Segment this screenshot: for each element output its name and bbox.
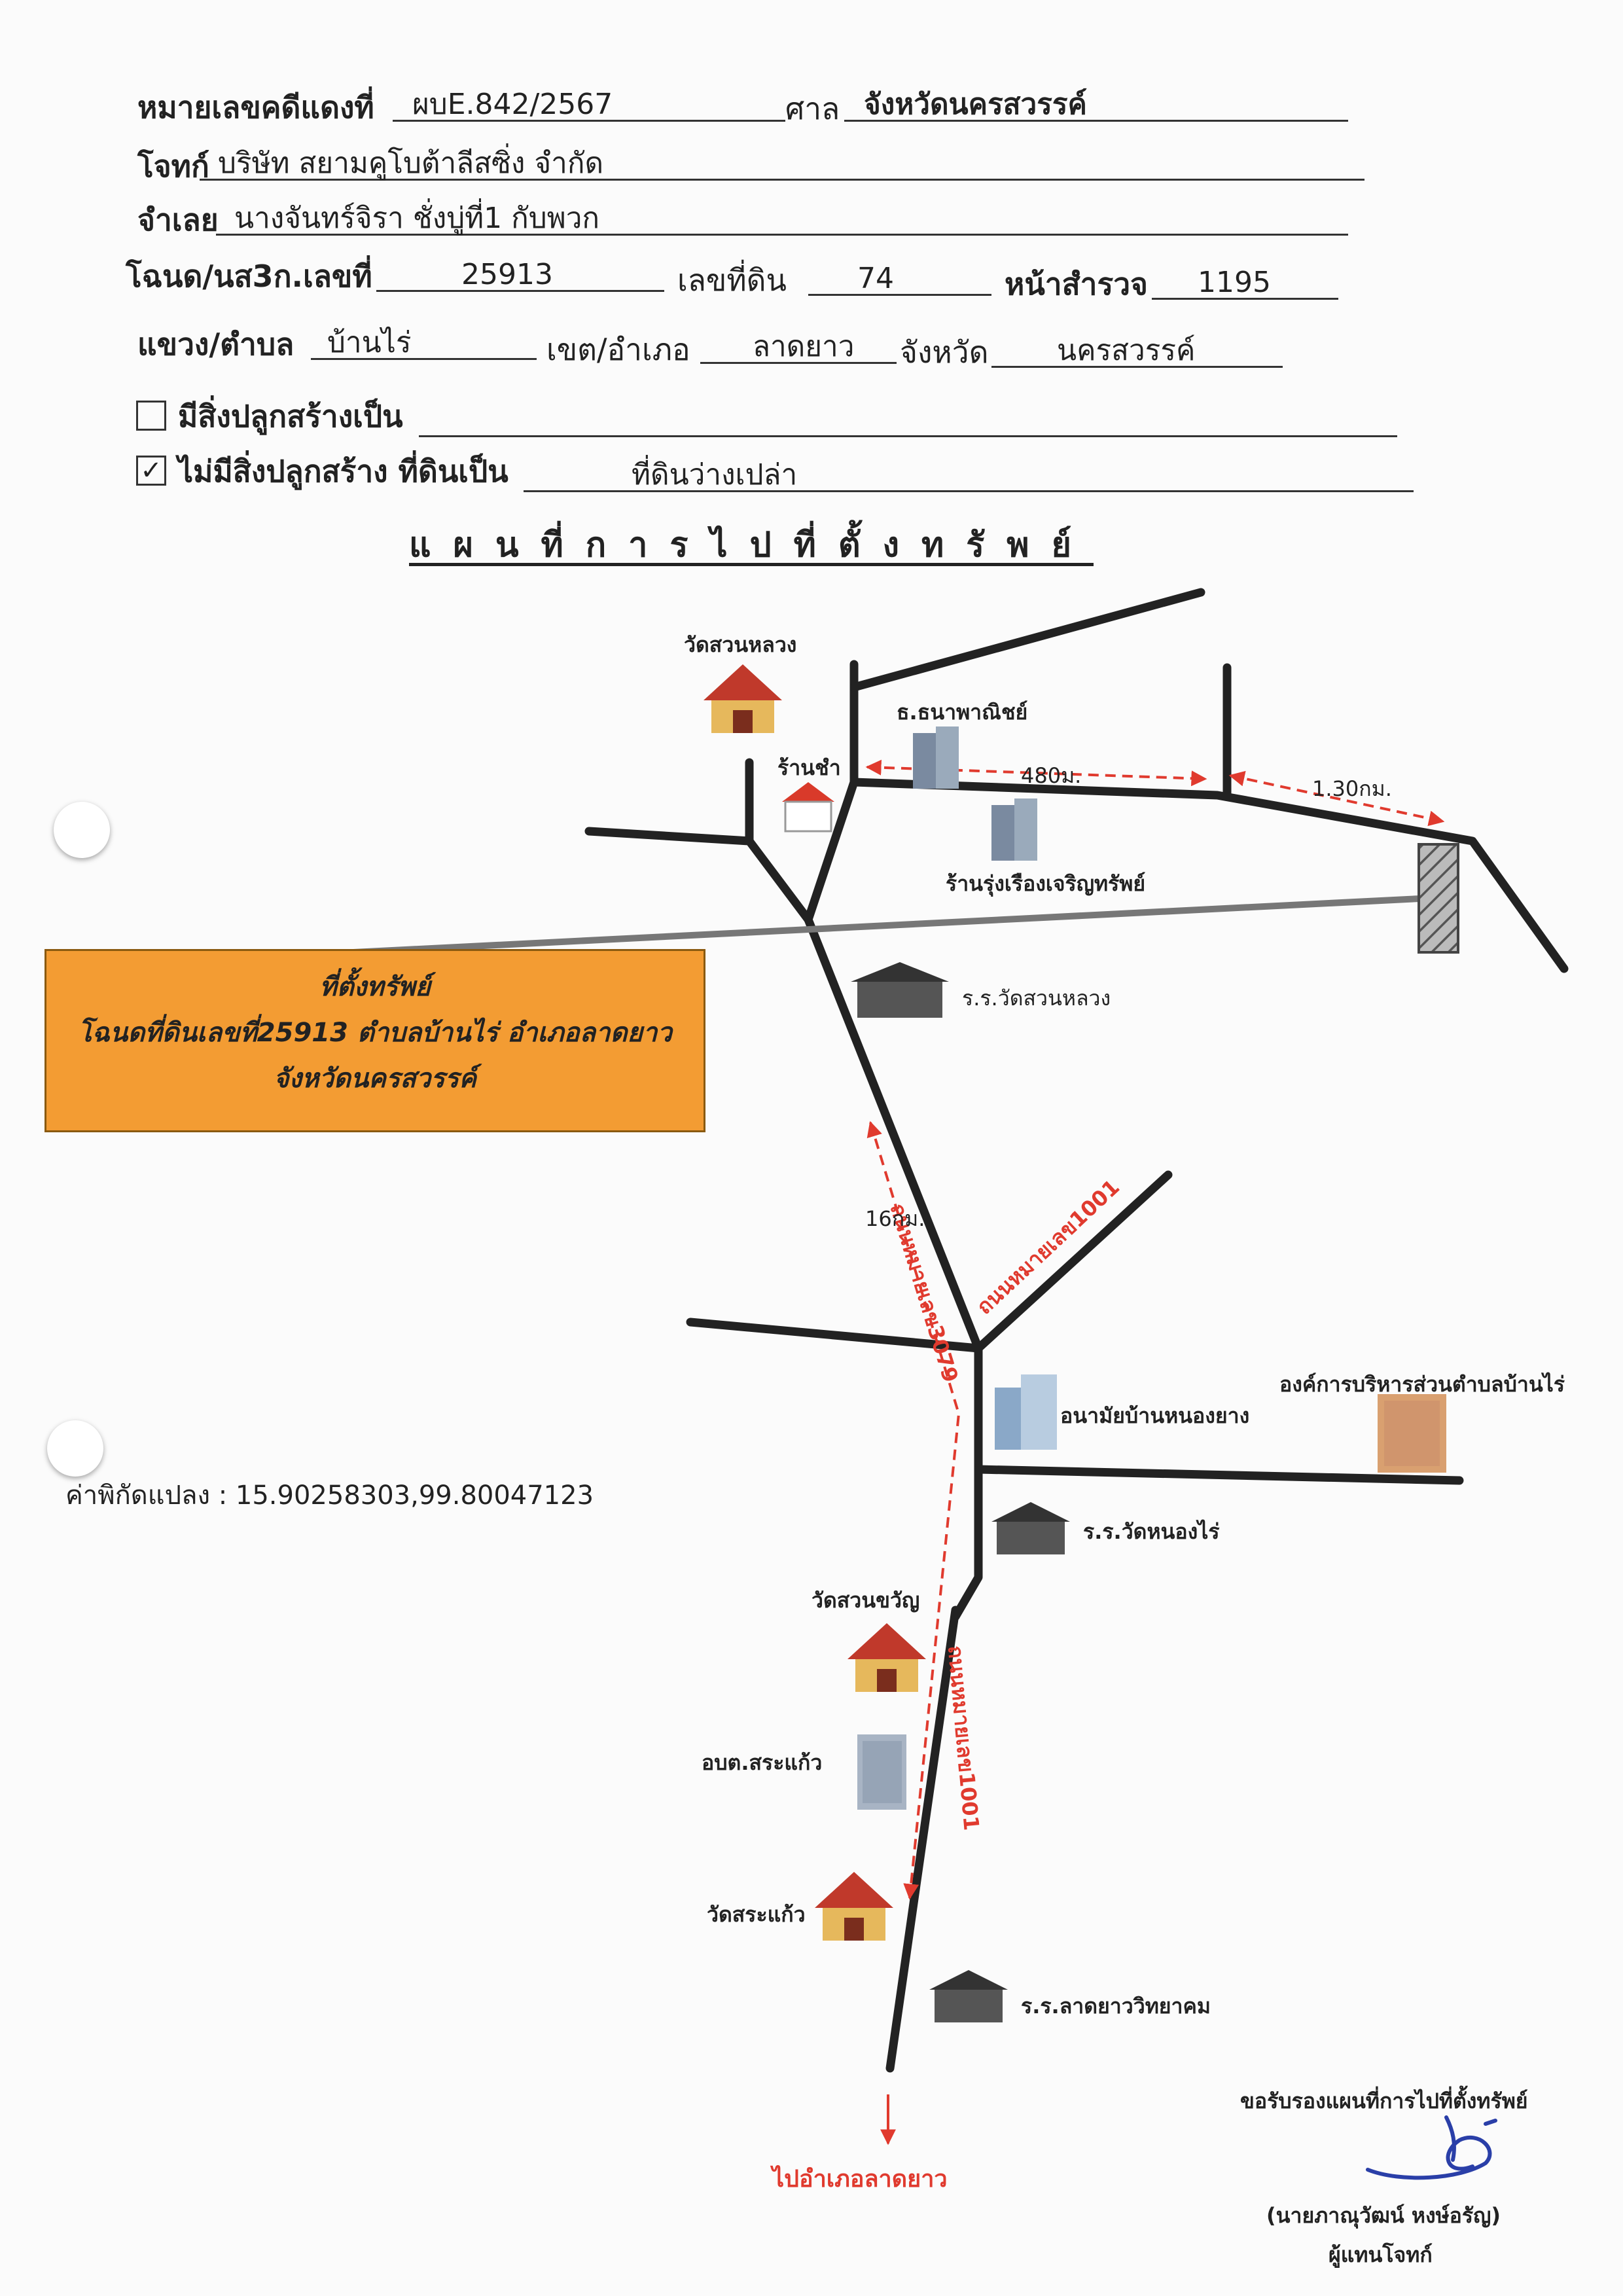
subdistrict-value: บ้านไร่ [311, 323, 537, 360]
district-value: ลาดยาว [700, 327, 897, 364]
bank-icon [913, 726, 959, 789]
property-pointer [353, 895, 1421, 956]
defendant-value: นางจันทร์จิรา ชั่งบู่ที่1 กับพวก [216, 199, 1348, 236]
hole-punch [54, 802, 110, 858]
road-main-3079 [804, 915, 983, 2073]
label-rung-rueang: ร้านรุ่งเรืองเจริญทรัพย์ [946, 871, 1146, 896]
land-no-label: เลขที่ดิน [677, 262, 787, 298]
temple-icon [704, 664, 782, 733]
road-west-branch [584, 827, 813, 924]
certifier-role: ผู้แทนโจทก์ [1329, 2242, 1433, 2267]
defendant-label: จำเลย [137, 202, 219, 238]
temple-icon [847, 1623, 926, 1692]
label-wat-suan-luang: วัดสวนหลวง [684, 632, 797, 657]
case-no-label: หมายเลขคดีแดงที่ [137, 90, 374, 125]
survey-label: หน้าสำรวจ [1005, 266, 1148, 302]
map-title: แผนที่การไปที่ตั้งทรัพย์ [409, 526, 1094, 565]
shop-icon [782, 782, 834, 833]
road-west-cross [686, 1318, 983, 1353]
label-school-suan-luang: ร.ร.วัดสวนหลวง [962, 986, 1111, 1011]
school-icon [991, 1502, 1070, 1554]
property-parcel [1418, 843, 1459, 954]
callout-province: จังหวัดนครสวรรค์ [274, 1064, 476, 1094]
label-health-center: อนามัยบ้านหนองยาง [1060, 1403, 1250, 1428]
label-school-nong-rai: ร.ร.วัดหนองไร่ [1083, 1519, 1220, 1544]
callout-deed: โฉนดที่ดินเลขที่25913 ตำบลบ้านไร่ อำเภอล… [78, 1018, 672, 1048]
province-value: นครสวรรค์ [991, 331, 1283, 368]
deed-value: 25913 [376, 255, 664, 292]
label-wat-suan-khwan: วัดสวนขวัญ [812, 1588, 920, 1613]
label-school-lat-yao: ร.ร.ลาดยาววิทยาคม [1021, 1994, 1211, 2018]
store-icon [991, 798, 1037, 861]
callout-title: ที่ตั้งทรัพย์ [319, 972, 431, 1002]
has-building-checkbox[interactable] [136, 401, 166, 431]
label-distance-16km: 16กม. [865, 1206, 925, 1231]
subdistrict-label: แขวง/ตำบล [137, 327, 294, 362]
deed-label: โฉนด/นส3ก.เลขที่ [126, 259, 372, 294]
label-bank: ธ.ธนาพาณิชย์ [897, 700, 1028, 725]
has-building-label: มีสิ่งปลูกสร้างเป็น [178, 399, 403, 434]
label-sao-sa-kaeo: อบต.สระแก้ว [702, 1750, 823, 1775]
court-value: จังหวัดนครสวรรค์ [844, 85, 1348, 122]
label-distance-130km: 1.30กม. [1312, 776, 1392, 801]
has-building-fill [419, 401, 1397, 437]
road-east-stub [849, 588, 1205, 692]
plaintiff-label: โจทก์ [137, 149, 209, 184]
school-icon [851, 962, 949, 1018]
arrow-130km [1228, 770, 1445, 827]
coordinates-label: ค่าพิกัดแปลง : 15.90258303,99.80047123 [65, 1480, 594, 1511]
land-no-value: 74 [808, 259, 991, 296]
label-distance-480m: 480ม. [1021, 763, 1082, 788]
office-icon [1378, 1394, 1446, 1473]
district-label: เขต/อำเภอ [546, 332, 690, 367]
health-center-icon [995, 1374, 1057, 1450]
office-icon [857, 1734, 906, 1810]
certifier-name: (นายภาณุวัฒน์ หงษ์อรัญ) [1266, 2203, 1501, 2228]
land-type-value: ที่ดินว่างเปล่า [524, 456, 1414, 492]
province-label: จังหวัด [900, 334, 989, 370]
no-building-checkbox[interactable]: ✓ [136, 456, 166, 486]
no-building-label: ไม่มีสิ่งปลูกสร้าง ที่ดินเป็น [178, 454, 508, 489]
court-label: ศาล [785, 91, 840, 126]
certification-statement: ขอรับรองแผนที่การไปที่ตั้งทรัพย์ [1240, 2089, 1528, 2113]
label-wat-sa-kaeo: วัดสระแก้ว [707, 1902, 806, 1927]
property-callout: ที่ตั้งทรัพย์ โฉนดที่ดินเลขที่25913 ตำบล… [45, 949, 705, 1132]
survey-value: 1195 [1152, 263, 1338, 300]
label-shop: ร้านชำ [777, 755, 841, 780]
roads [584, 588, 1569, 2073]
hole-punch [47, 1420, 103, 1477]
road-east-cross [974, 1465, 1464, 1485]
case-no-value: ผบE.842/2567 [393, 85, 785, 122]
school-icon [929, 1970, 1008, 2022]
label-sao-ban-rai: องค์การบริหารส่วนตำบลบ้านไร่ [1279, 1372, 1565, 1397]
road-1001-ne [974, 1170, 1173, 1353]
temple-icon [815, 1872, 893, 1941]
signature [1366, 2115, 1497, 2180]
label-direction: ไปอำเภอลาดยาว [772, 2166, 948, 2193]
plaintiff-value: บริษัท สยามคูโบต้าลีสซิ่ง จำกัด [200, 144, 1364, 181]
